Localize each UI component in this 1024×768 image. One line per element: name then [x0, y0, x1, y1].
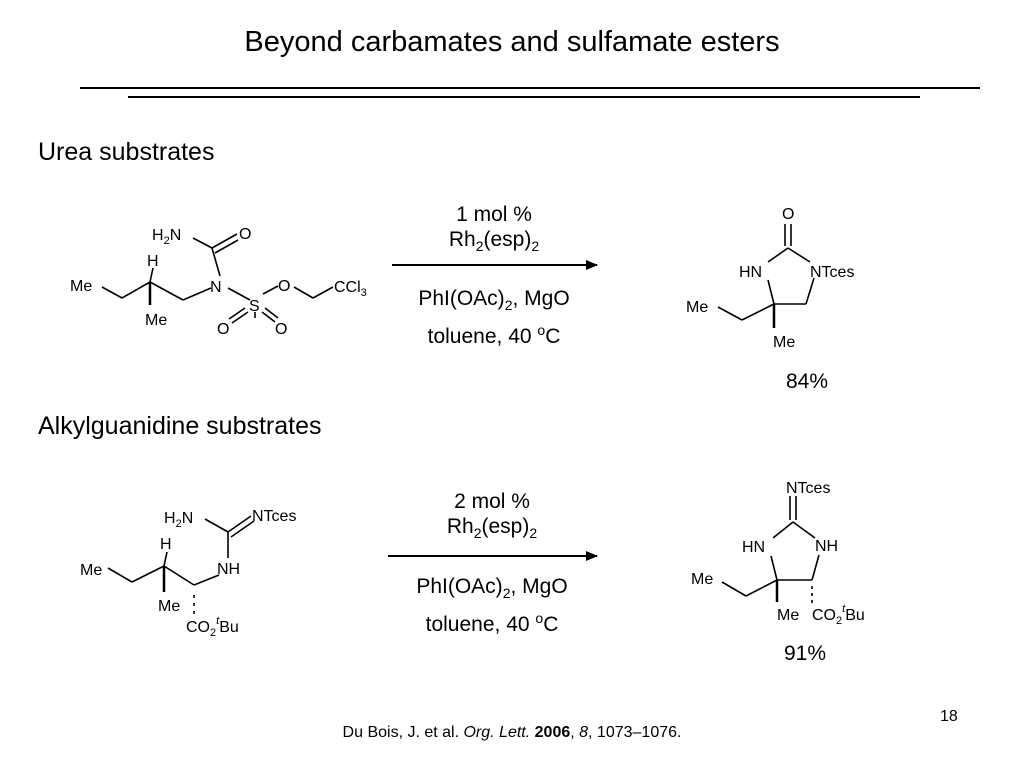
atom-nh: NH [217, 561, 240, 578]
slide-title: Beyond carbamates and sulfamate esters [244, 26, 780, 58]
atom-ccl3: CCl [334, 279, 361, 296]
atom-o: O [782, 206, 794, 223]
svg-text:H2N: H2N [164, 510, 193, 530]
atom-me-bottom: Me [777, 607, 799, 624]
catalyst: Rh2(esp)2 [448, 228, 540, 255]
page-number: 18 [940, 708, 958, 725]
atom-co2-sub: 2 [210, 627, 216, 639]
atom-nh: NH [815, 538, 838, 555]
svg-text:CO2tBu: CO2tBu [186, 615, 239, 639]
svg-text:CO2tBu: CO2tBu [812, 603, 865, 627]
title-rule-bottom [128, 96, 920, 98]
atom-h2n: H [152, 227, 164, 244]
urea-substrate-labels: H2N O H Me Me N S O O O CCl3 [70, 226, 367, 338]
urea-product-labels: O HN NTces Me Me [686, 206, 854, 351]
catalyst: Rh2(esp)2 [446, 515, 538, 542]
atom-o-carbonyl: O [239, 226, 251, 243]
atom-s: S [249, 298, 260, 315]
guanidine-substrate-structure [107, 515, 255, 614]
atom-tbu-sup: t [216, 615, 220, 627]
reaction1-conditions-above: 1 mol % Rh2(esp)2 [374, 202, 614, 259]
solvent-temperature: toluene, 40 oC [427, 322, 561, 349]
atom-o-s2: O [275, 321, 287, 338]
title-rule-top [80, 87, 980, 89]
catalyst-amount: 2 mol % [454, 490, 530, 513]
atom-h2n-sub: 2 [176, 518, 182, 530]
reaction1-yield: 84% [786, 370, 829, 393]
citation-year: 2006 [534, 724, 571, 741]
atom-ntces: NTces [786, 480, 830, 497]
atom-co2-sub: 2 [836, 615, 842, 627]
atom-me-bottom: Me [145, 312, 167, 329]
citation-pages: , 1073–1076. [588, 724, 682, 741]
citation-authors: Du Bois, J. et al. [342, 724, 464, 741]
citation-volume: 8 [579, 724, 589, 741]
svg-text:H2N: H2N [152, 227, 181, 247]
atom-h2n-sub: 2 [164, 235, 170, 247]
atom-ccl3-sub: 3 [361, 287, 367, 299]
catalyst-amount: 1 mol % [456, 203, 532, 226]
atom-ntces: NTces [252, 508, 296, 525]
atom-hn: HN [739, 264, 762, 281]
guanidine-product-structure [721, 496, 820, 603]
atom-h2n-n: N [170, 227, 182, 244]
atom-me-left: Me [80, 562, 102, 579]
atom-hn: HN [742, 539, 765, 556]
atom-me-left: Me [691, 571, 713, 588]
reaction2-conditions-below: PhI(OAc)2, MgO toluene, 40 oC [372, 574, 612, 637]
atom-h2n-n: N [182, 510, 194, 527]
urea-substrate-structure [101, 233, 334, 324]
urea-product-structure [717, 224, 815, 328]
guanidine-substrate-labels: H2N NTces H NH Me Me CO2tBu [80, 508, 296, 639]
atom-ntces: NTces [810, 264, 854, 281]
atom-tbu-sup: t [842, 603, 846, 615]
reaction1-conditions-below: PhI(OAc)2, MgO toluene, 40 oC [374, 286, 614, 349]
atom-n: N [210, 279, 222, 296]
atom-me-left: Me [686, 299, 708, 316]
citation: Du Bois, J. et al. Org. Lett. 2006, 8, 1… [342, 724, 682, 741]
section-heading-guanidine: Alkylguanidine substrates [38, 412, 322, 440]
guanidine-product-labels: NTces HN NH Me Me CO2tBu [691, 480, 865, 627]
atom-tbu: Bu [845, 607, 865, 624]
atom-co2: CO [186, 619, 210, 636]
atom-h: H [147, 253, 159, 270]
svg-text:CCl3: CCl3 [334, 279, 367, 299]
section-heading-urea: Urea substrates [38, 138, 215, 166]
atom-co2: CO [812, 607, 836, 624]
atom-h2n: H [164, 510, 176, 527]
solvent-temperature: toluene, 40 oC [425, 610, 559, 637]
atom-me-bottom: Me [158, 598, 180, 615]
oxidant: PhI(OAc)2, MgO [418, 287, 570, 314]
reaction2-yield: 91% [784, 642, 827, 665]
atom-h: H [160, 536, 172, 553]
atom-o-s1: O [217, 321, 229, 338]
atom-me-bottom: Me [773, 334, 795, 351]
oxidant: PhI(OAc)2, MgO [416, 575, 568, 602]
atom-me-left: Me [70, 278, 92, 295]
atom-tbu: Bu [219, 619, 239, 636]
atom-o-ester: O [278, 278, 290, 295]
reaction2-conditions-above: 2 mol % Rh2(esp)2 [372, 489, 612, 546]
citation-journal: Org. Lett. [463, 724, 531, 741]
